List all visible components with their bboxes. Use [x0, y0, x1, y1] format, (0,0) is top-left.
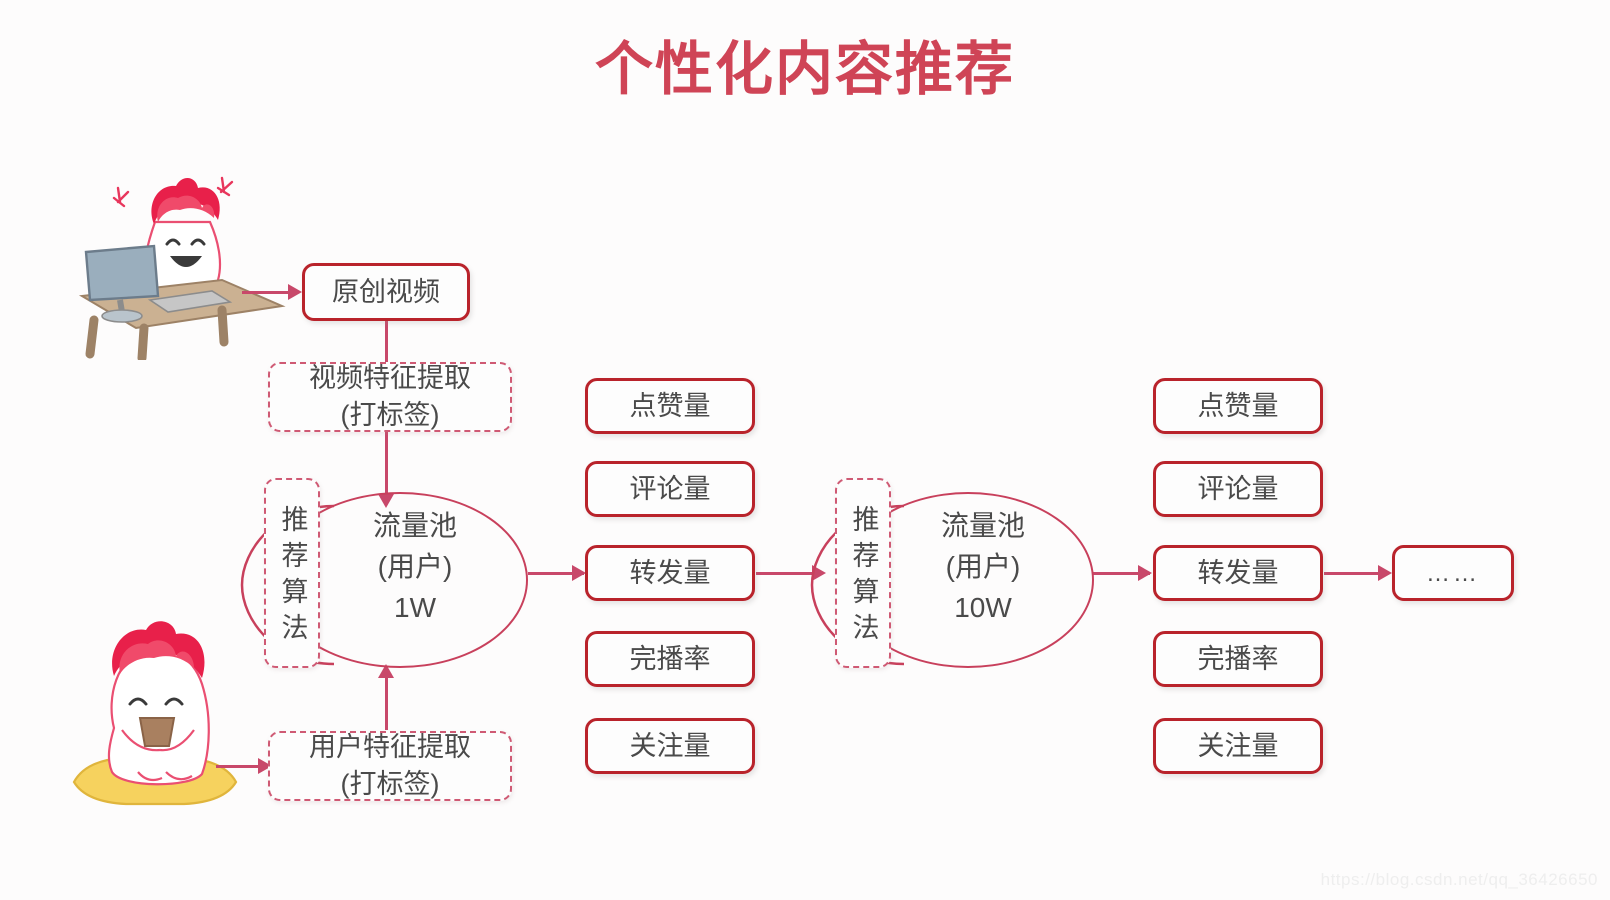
node-user-feature-extraction[interactable]: 用户特征提取 (打标签)	[268, 731, 512, 801]
node-ellipsis[interactable]: ……	[1392, 545, 1514, 601]
metric-col2-label-0: 点赞量	[1197, 390, 1279, 421]
metric-col1-item-0[interactable]: 点赞量	[585, 378, 755, 434]
metric-col2-label-1: 评论量	[1197, 473, 1279, 504]
traffic-pool-2-label: 流量池 (用户) 10W	[898, 505, 1068, 628]
metric-col2-item-0[interactable]: 点赞量	[1153, 378, 1323, 434]
metric-col1-label-2: 转发量	[629, 557, 711, 588]
arrowhead-metrics1-to-algorithm2	[812, 565, 826, 581]
pool-1-name: 流量池	[372, 510, 457, 541]
metric-col1-label-1: 评论量	[629, 473, 711, 504]
pool-1-size: 1W	[394, 592, 436, 623]
arrowhead-creator-to-original-video	[288, 284, 302, 300]
edge-original-video-to-video-feature	[385, 320, 388, 364]
metric-col1-label-0: 点赞量	[629, 390, 711, 421]
mascot-drinking-illustration	[62, 612, 272, 812]
pool-2-audience: (用户)	[945, 551, 1021, 582]
edge-creator-to-original-video	[242, 291, 292, 294]
traffic-pool-1-label: 流量池 (用户) 1W	[330, 505, 500, 628]
pool-2-name: 流量池	[940, 510, 1025, 541]
arrowhead-pool1-to-metrics1	[572, 565, 586, 581]
metric-col1-item-3[interactable]: 完播率	[585, 631, 755, 687]
metric-col2-label-3: 完播率	[1197, 643, 1279, 674]
metric-col1-item-4[interactable]: 关注量	[585, 718, 755, 774]
node-original-video[interactable]: 原创视频	[302, 263, 470, 321]
page-title: 个性化内容推荐	[594, 37, 1015, 102]
mascot-at-computer-illustration	[72, 160, 292, 363]
edge-user-feature-to-pool1	[385, 672, 388, 730]
edge-metrics2-to-ellipsis	[1324, 572, 1386, 575]
metric-col1-label-4: 关注量	[629, 730, 711, 761]
arrowhead-pool2-to-metrics2	[1138, 565, 1152, 581]
metric-col2-label-2: 转发量	[1197, 557, 1279, 588]
edge-pool2-to-metrics2	[1092, 572, 1150, 575]
node-user-feature-line-1: 用户特征提取	[309, 732, 471, 762]
edge-video-feature-to-pool1	[385, 432, 388, 500]
watermark: https://blog.csdn.net/qq_36426650	[1320, 870, 1598, 889]
node-ellipsis-label: ……	[1426, 559, 1480, 587]
node-video-feature-line-1: 视频特征提取	[309, 363, 471, 393]
pool-1-audience: (用户)	[377, 551, 453, 582]
node-video-feature-extraction[interactable]: 视频特征提取 (打标签)	[268, 362, 512, 432]
node-original-video-label: 原创视频	[332, 276, 440, 307]
metric-col2-item-1[interactable]: 评论量	[1153, 461, 1323, 517]
node-recommendation-algorithm-1[interactable]: 推荐算法	[264, 478, 320, 668]
edge-pool1-to-metrics1	[528, 572, 584, 575]
metric-col2-label-4: 关注量	[1197, 730, 1279, 761]
metric-col2-item-3[interactable]: 完播率	[1153, 631, 1323, 687]
arrowhead-metrics2-to-ellipsis	[1378, 565, 1392, 581]
metric-col2-item-4[interactable]: 关注量	[1153, 718, 1323, 774]
pool-2-size: 10W	[954, 592, 1012, 623]
metric-col1-label-3: 完播率	[629, 643, 711, 674]
metric-col1-item-1[interactable]: 评论量	[585, 461, 755, 517]
edge-metrics1-to-algorithm2	[756, 572, 822, 575]
metric-col1-item-2[interactable]: 转发量	[585, 545, 755, 601]
metric-col2-item-2[interactable]: 转发量	[1153, 545, 1323, 601]
node-recommendation-algorithm-2[interactable]: 推荐算法	[835, 478, 891, 668]
node-user-feature-line-2: (打标签)	[340, 769, 440, 799]
edge-viewer-to-user-feature	[216, 765, 266, 768]
node-video-feature-line-2: (打标签)	[340, 400, 440, 430]
